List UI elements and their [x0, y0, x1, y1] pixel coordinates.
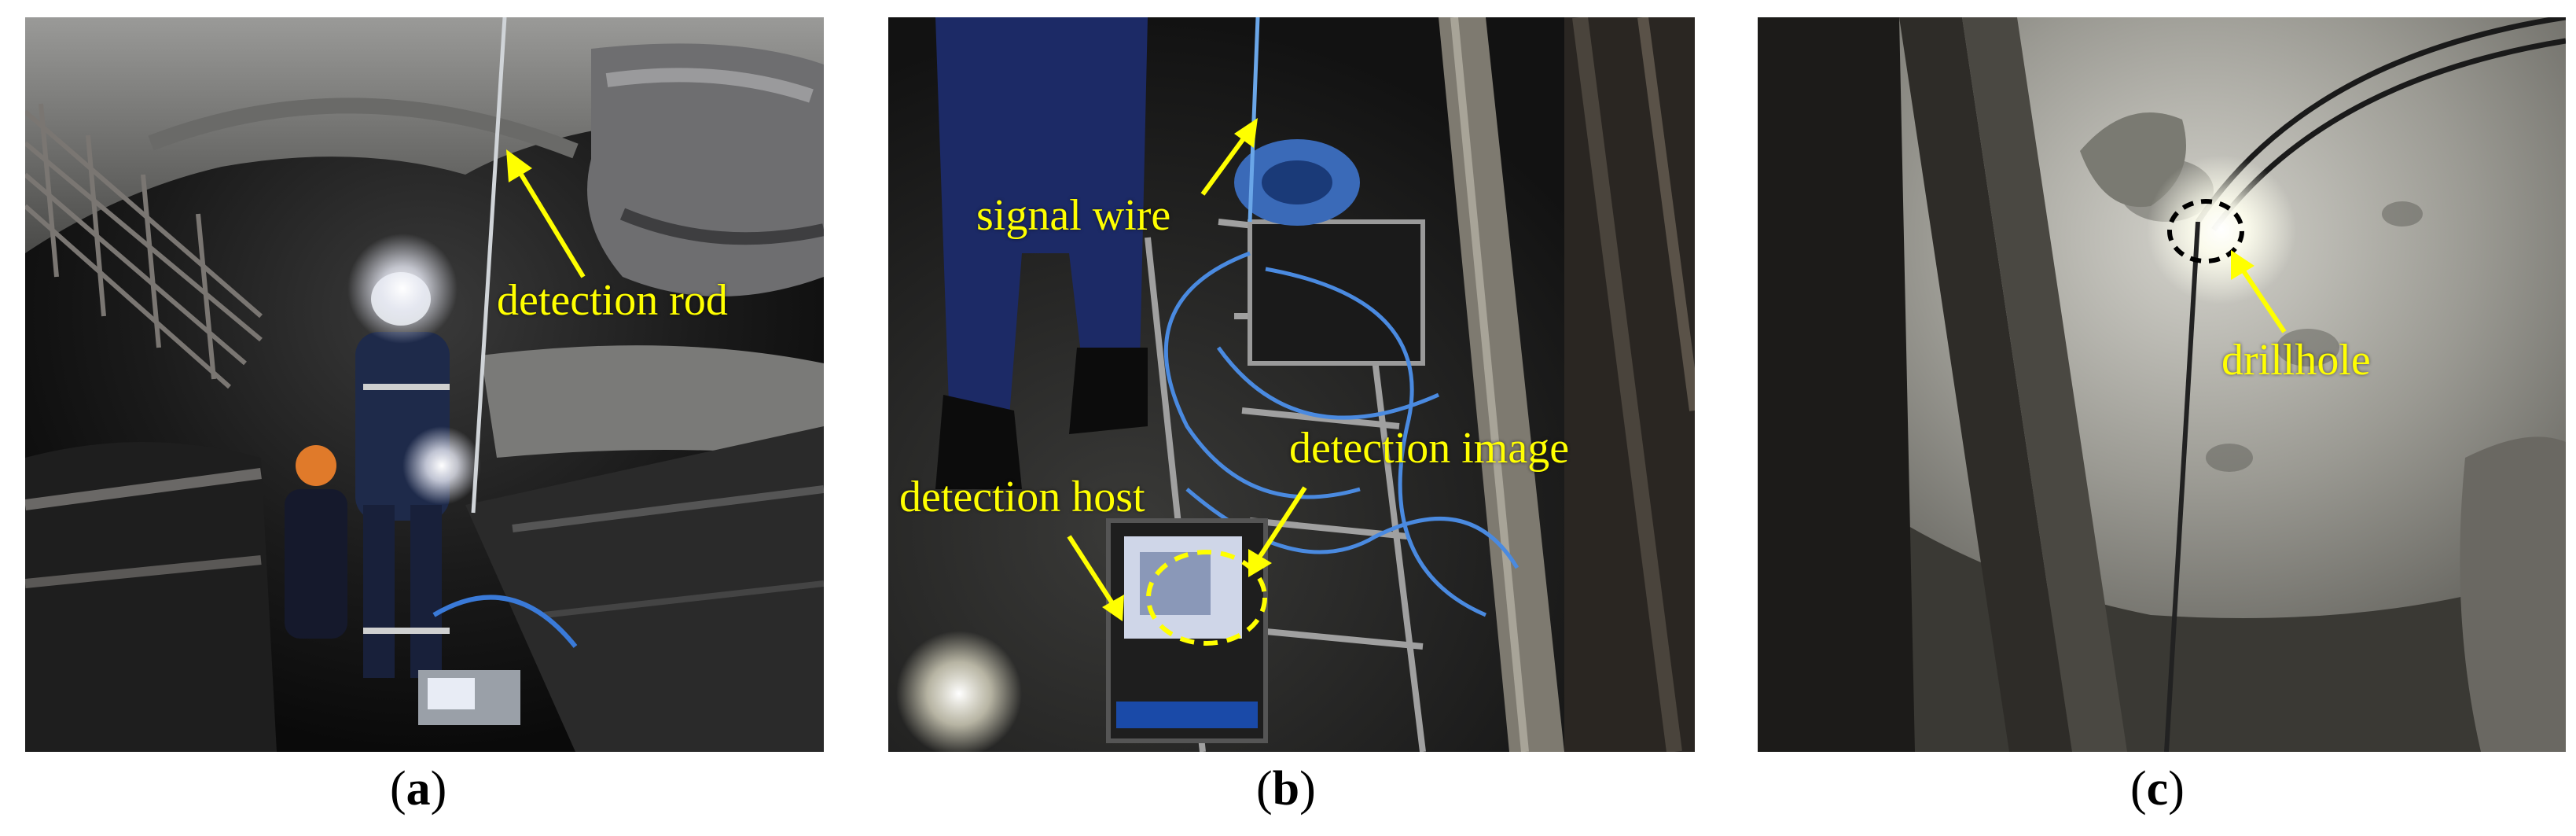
label-drillhole: drillhole	[2221, 336, 2371, 385]
signal-wire-line	[1248, 17, 1260, 223]
drillhole-scene-c	[1758, 17, 2566, 752]
label-detection-rod: detection rod	[497, 276, 728, 325]
label-detection-host: detection host	[899, 473, 1145, 521]
photo-panel-a: detection rod	[25, 17, 824, 752]
caption-panel-c: (c)	[2130, 762, 2185, 816]
photo-panel-b: signal wire detection image detection ho…	[888, 17, 1695, 752]
headlamp-light	[347, 234, 458, 344]
caption-panel-a: (a)	[390, 762, 447, 816]
arrow-to-detection-image	[1248, 486, 1307, 577]
arrow-to-detection-rod	[506, 149, 586, 278]
detection-image-highlight	[1146, 550, 1267, 646]
tunnel-scene-a	[25, 17, 824, 752]
rod-in-drillhole	[2164, 221, 2200, 752]
miner-figure-second	[285, 445, 347, 639]
label-signal-wire: signal wire	[976, 191, 1171, 240]
arrow-to-signal-wire	[1200, 118, 1258, 196]
drillhole-light	[2147, 155, 2296, 304]
photo-panel-c: drillhole	[1758, 17, 2566, 752]
label-detection-image: detection image	[1289, 424, 1570, 473]
arrow-to-detection-host	[1067, 535, 1124, 621]
detection-rod-line	[471, 17, 507, 514]
arrow-to-drillhole	[2231, 250, 2287, 333]
caption-panel-b: (b)	[1256, 762, 1316, 816]
equipment-scene-b	[888, 17, 1695, 752]
drillhole-highlight	[2167, 199, 2244, 263]
